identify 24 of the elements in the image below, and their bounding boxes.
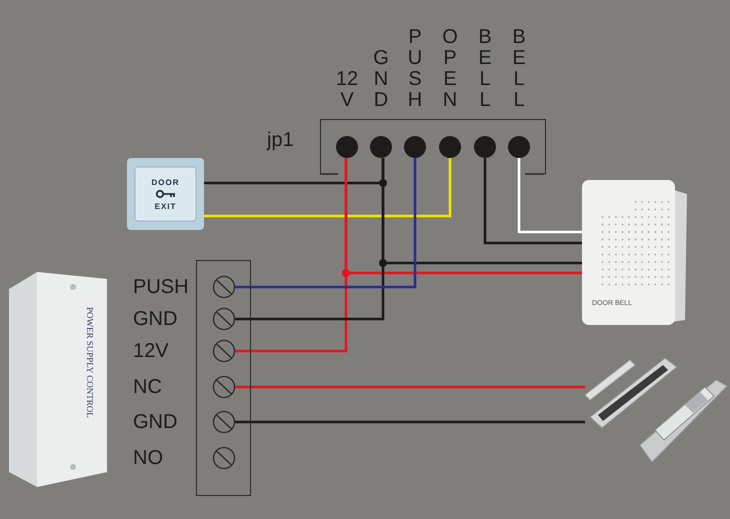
terminal-label: B E L L bbox=[512, 27, 526, 111]
wire bbox=[235, 386, 585, 388]
button-text: DOOR bbox=[150, 178, 180, 187]
wire bbox=[235, 420, 585, 424]
wire bbox=[235, 158, 348, 352]
wire bbox=[235, 158, 416, 288]
wire bbox=[518, 158, 582, 234]
wire bbox=[484, 158, 582, 244]
terminal-label: PUSH bbox=[133, 276, 189, 298]
wire bbox=[235, 158, 384, 320]
terminal-label: NC bbox=[133, 376, 162, 398]
terminal-label: G N D bbox=[373, 48, 389, 111]
terminal-label: O P E N bbox=[442, 27, 458, 111]
terminal-label: P U S H bbox=[408, 27, 422, 111]
terminal-label: B E L L bbox=[478, 27, 492, 111]
block-label: jp1 bbox=[267, 129, 294, 151]
terminal-label: 12V bbox=[133, 340, 169, 362]
device-label: POWER SUPPLY CONTROL bbox=[85, 307, 95, 418]
terminal-label: 12 V bbox=[336, 69, 358, 111]
wire bbox=[204, 158, 452, 218]
button-text: EXIT bbox=[154, 202, 178, 211]
terminal-label: NO bbox=[133, 447, 163, 469]
terminal-label: GND bbox=[133, 411, 178, 433]
terminal-label: GND bbox=[133, 308, 178, 330]
